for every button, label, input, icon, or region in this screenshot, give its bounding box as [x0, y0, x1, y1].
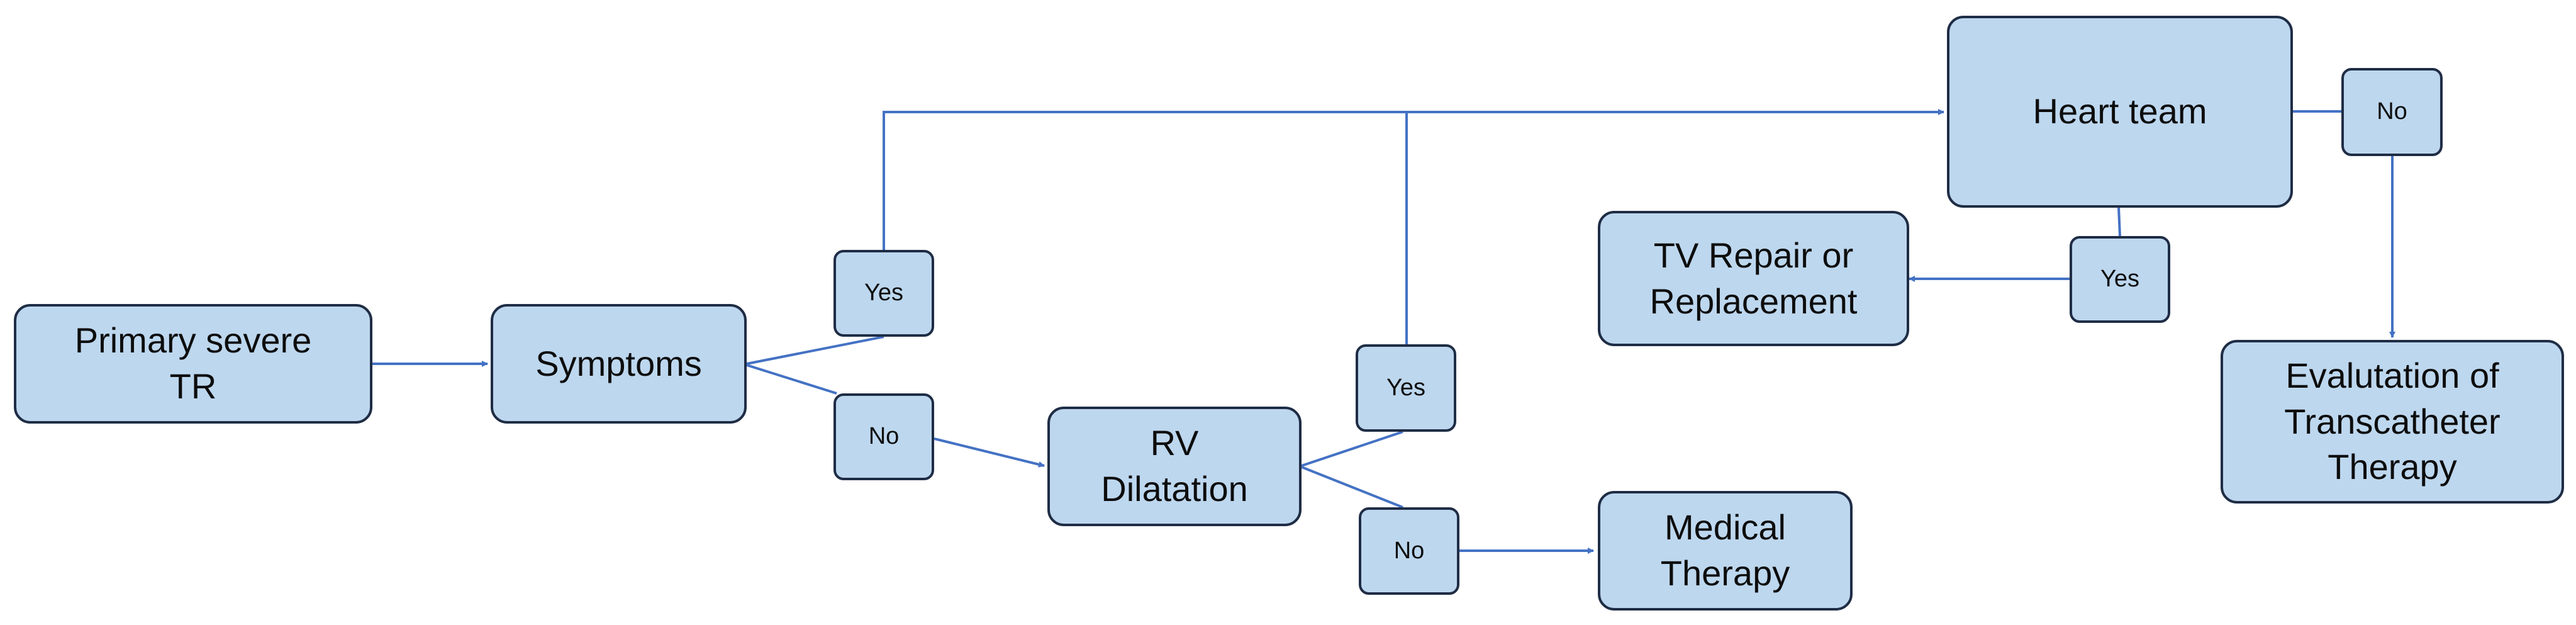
node-symptoms: Symptoms — [491, 304, 747, 424]
node-medical-therapy: Medical Therapy — [1598, 491, 1853, 611]
label-heart-no: No — [2341, 68, 2443, 156]
connector-symptoms-yes — [746, 335, 884, 365]
node-evaluation-transcatheter: Evalutation of Transcatheter Therapy — [2221, 340, 2564, 504]
node-primary-severe-tr: Primary severe TR — [14, 304, 372, 424]
label-rv-no: No — [1359, 507, 1459, 595]
label-symptoms-no: No — [834, 393, 934, 480]
connector-symptoms-no — [746, 364, 837, 395]
connector-no-rv — [934, 437, 1045, 468]
label-rv-yes: Yes — [1356, 344, 1456, 432]
connector-yes-top-line — [883, 109, 1944, 250]
node-rv-dilatation: RV Dilatation — [1047, 407, 1302, 526]
connector-rv-yes — [1301, 431, 1403, 467]
connector-rv-no — [1301, 466, 1403, 509]
node-heart-team: Heart team — [1947, 16, 2293, 208]
node-tv-repair-replacement: TV Repair or Replacement — [1598, 211, 1909, 346]
label-heart-yes: Yes — [2070, 236, 2170, 323]
connector-heart-yes — [2117, 207, 2121, 237]
label-symptoms-yes: Yes — [834, 250, 934, 337]
